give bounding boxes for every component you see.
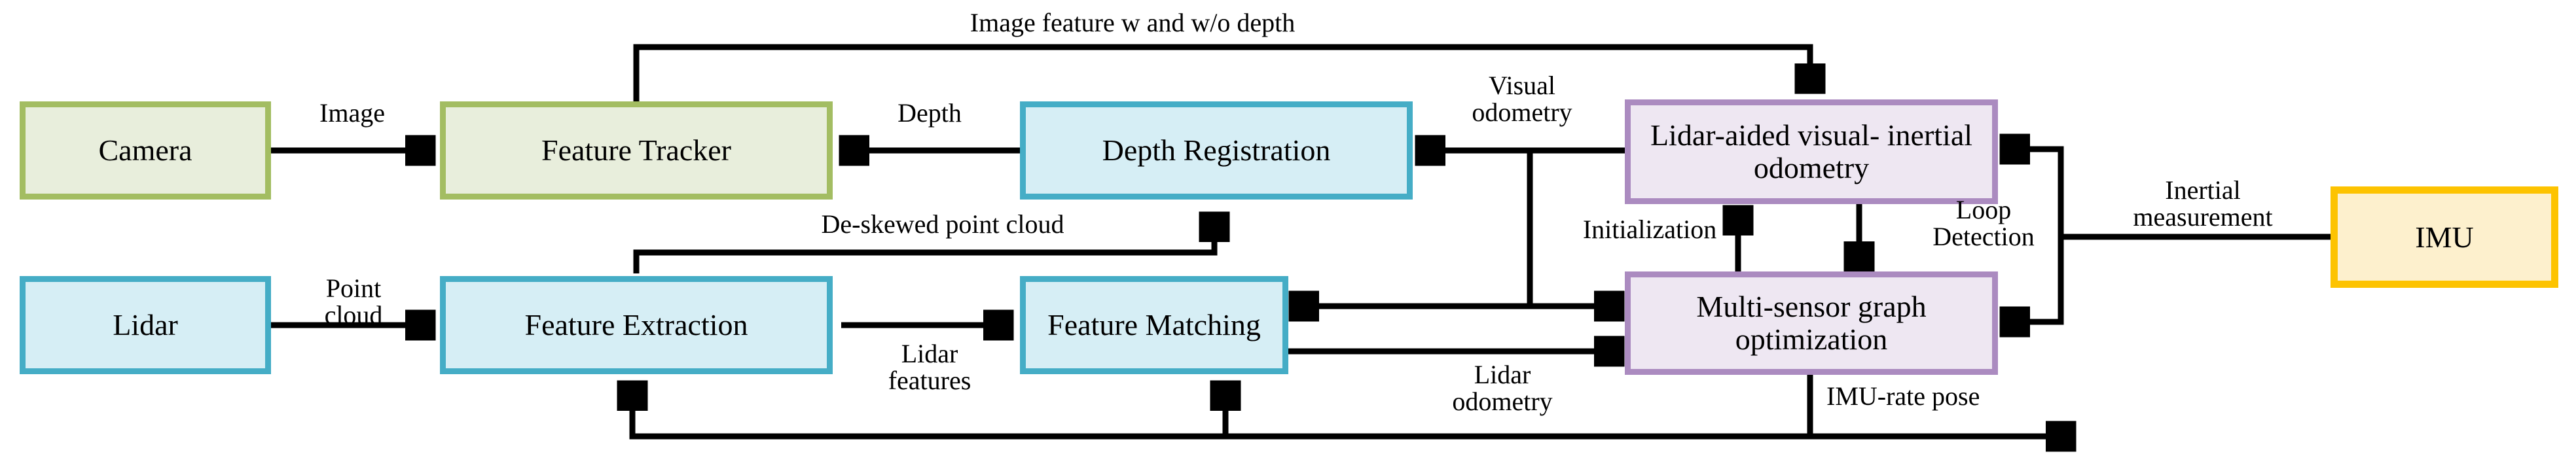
node-graph-optimization-label: Multi-sensor graph optimization (1696, 290, 1927, 356)
edge-inertial-measurement-to-optimizer (2002, 237, 2064, 322)
node-feature-extraction[interactable]: Feature Extraction (440, 276, 833, 374)
node-camera[interactable]: Camera (20, 101, 271, 200)
node-lidar-aided-vio[interactable]: Lidar-aided visual- inertial odometry (1625, 99, 1998, 204)
node-lidar-aided-vio-label: Lidar-aided visual- inertial odometry (1650, 118, 1973, 184)
node-lidar-label: Lidar (113, 308, 178, 342)
edge-bottom-feedback-bus (632, 383, 1810, 440)
node-feature-tracker-label: Feature Tracker (541, 133, 731, 167)
node-feature-matching[interactable]: Feature Matching (1020, 276, 1288, 374)
edge-inertial-measurement (2002, 149, 2331, 240)
node-depth-registration-label: Depth Registration (1102, 133, 1331, 167)
node-feature-extraction-label: Feature Extraction (524, 308, 748, 342)
node-graph-optimization[interactable]: Multi-sensor graph optimization (1625, 271, 1998, 375)
node-depth-registration[interactable]: Depth Registration (1020, 101, 1413, 200)
node-imu-label: IMU (2415, 220, 2474, 254)
edge-image-feature (633, 44, 1810, 103)
edge-imu-rate-pose (1807, 373, 2074, 436)
node-imu[interactable]: IMU (2331, 186, 2558, 288)
node-camera-label: Camera (98, 133, 192, 167)
node-feature-matching-label: Feature Matching (1047, 308, 1261, 342)
edge-de-skewed-point-cloud (633, 214, 1214, 273)
node-lidar[interactable]: Lidar (20, 276, 271, 374)
node-feature-tracker[interactable]: Feature Tracker (440, 101, 833, 200)
